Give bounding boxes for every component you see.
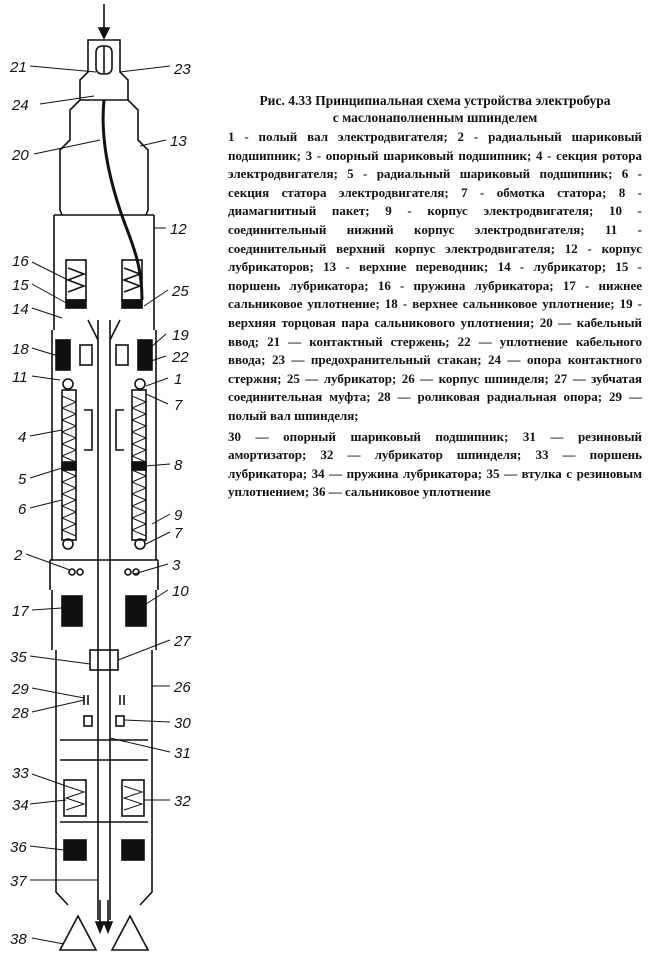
callout-label: 32 — [174, 793, 191, 810]
callout-label: 35 — [10, 649, 27, 666]
callout-label: 8 — [174, 457, 183, 474]
callout-label: 31 — [174, 745, 191, 762]
callout-label: 1 — [174, 371, 182, 388]
callout-label: 25 — [171, 283, 189, 300]
callout-label: 18 — [12, 341, 29, 358]
callout-label: 15 — [12, 277, 29, 294]
caption-title-line-2: с маслонаполненным шпинделем — [332, 110, 538, 125]
callout-label: 7 — [174, 397, 183, 414]
callout-label: 21 — [9, 59, 27, 76]
callout-label: 5 — [18, 471, 27, 488]
callout-label: 30 — [174, 715, 191, 732]
callout-label: 19 — [172, 327, 189, 344]
callout-label: 2 — [13, 547, 23, 564]
callout-label: 24 — [11, 97, 29, 114]
callout-label: 23 — [173, 61, 191, 78]
callout-label: 6 — [18, 501, 27, 518]
figure-caption: Рис. 4.33 Принципиальная схема устройств… — [228, 92, 642, 502]
callout-label: 27 — [173, 633, 191, 650]
callout-label: 33 — [12, 765, 29, 782]
callout-label: 22 — [171, 349, 189, 366]
electrodrill-schematic: 21 23 24 20 13 12 16 15 25 14 18 19 22 1… — [9, 4, 191, 951]
callout-label: 34 — [12, 797, 29, 814]
callout-label: 37 — [10, 873, 27, 890]
callout-label: 10 — [172, 583, 189, 600]
legend-paragraph-2: 30 — опорный шариковый подшипник; 31 — р… — [228, 428, 642, 500]
callout-label: 20 — [11, 147, 29, 164]
legend-paragraph-1: 1 - полый вал электродвигателя; 2 - ради… — [228, 129, 642, 423]
callout-label: 38 — [10, 931, 27, 948]
callout-label: 4 — [18, 429, 26, 446]
callout-label: 36 — [10, 839, 27, 856]
callout-label: 17 — [12, 603, 29, 620]
callout-label: 9 — [174, 507, 183, 524]
callout-label: 12 — [170, 221, 187, 238]
callout-label: 26 — [173, 679, 191, 696]
callout-label: 3 — [172, 557, 181, 574]
callout-label: 13 — [170, 133, 187, 150]
callout-label: 7 — [174, 525, 183, 542]
callout-label: 16 — [12, 253, 29, 270]
caption-title-line-1: Рис. 4.33 Принципиальная схема устройств… — [259, 93, 611, 108]
callout-label: 14 — [12, 301, 29, 318]
callout-label: 29 — [11, 681, 29, 698]
callout-label: 11 — [12, 369, 28, 386]
callout-label: 28 — [11, 705, 29, 722]
